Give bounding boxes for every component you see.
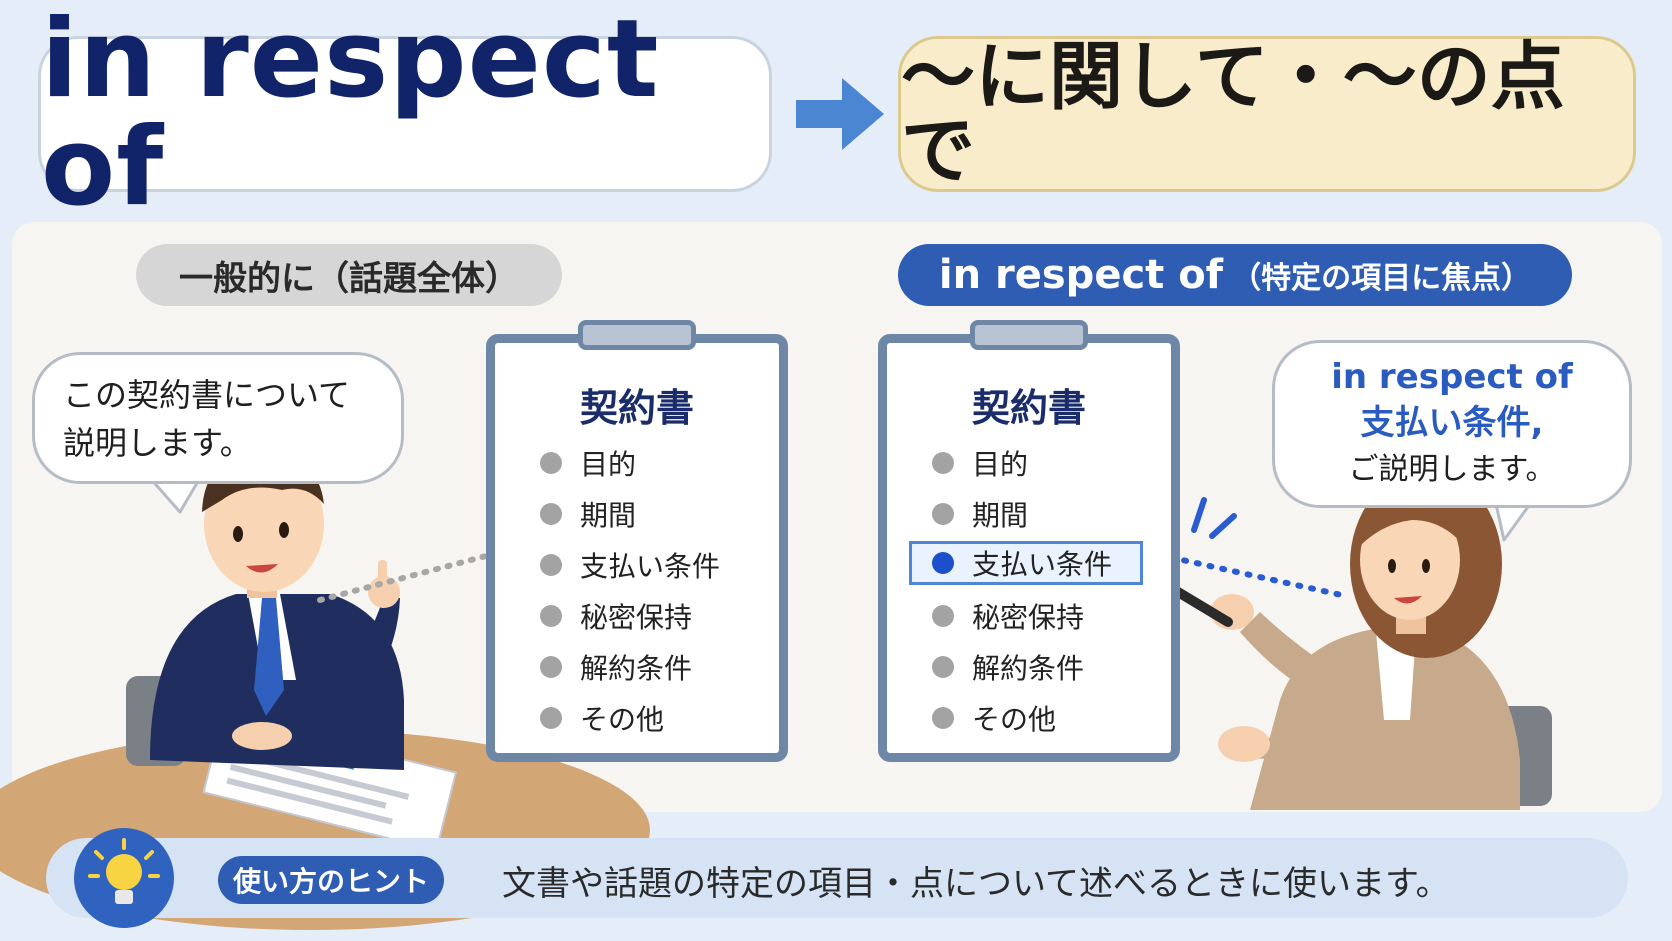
right-clipboard-title: 契約書 <box>971 386 1086 430</box>
right-arrow-icon <box>796 78 884 150</box>
right-speech-line1: in respect of <box>1331 357 1573 397</box>
bullet-dot-icon <box>932 552 954 574</box>
left-speech-line1: この契約書について <box>63 376 351 414</box>
right-speech-line3: ご説明します。 <box>1348 452 1556 487</box>
lightbulb-icon <box>88 838 160 904</box>
illustration-panel <box>12 222 1662 812</box>
right-clipboard-clamp-icon <box>970 320 1088 350</box>
japanese-meaning: ～に関して・～の点で <box>901 34 1565 194</box>
left-clipboard-clamp-icon <box>578 320 696 350</box>
left-item-confidentiality: 秘密保持 <box>540 594 692 638</box>
left-item-other: その他 <box>540 696 664 740</box>
bullet-dot-icon <box>932 656 954 678</box>
right-speech-bubble: in respect of 支払い条件, ご説明します。 <box>1272 340 1632 508</box>
left-item-purpose: 目的 <box>540 441 636 485</box>
japanese-meaning-box: ～に関して・～の点で <box>898 36 1636 192</box>
left-item-termination: 解約条件 <box>540 645 692 689</box>
specific-usage-label-main: in respect of <box>938 252 1224 298</box>
hint-label: 使い方のヒント <box>218 856 444 904</box>
english-phrase-box: in respect of <box>38 6 772 222</box>
english-phrase: in respect of <box>41 0 660 230</box>
specific-usage-label: in respect of （特定の項目に焦点） <box>898 244 1572 306</box>
right-item-payment-highlighted: 支払い条件 <box>909 541 1143 585</box>
left-item-payment: 支払い条件 <box>540 543 720 587</box>
bullet-dot-icon <box>540 503 562 525</box>
bullet-dot-icon <box>540 605 562 627</box>
bullet-dot-icon <box>540 707 562 729</box>
bullet-dot-icon <box>540 554 562 576</box>
right-item-period: 期間 <box>932 492 1028 536</box>
bullet-dot-icon <box>932 707 954 729</box>
left-clipboard-title: 契約書 <box>579 386 694 430</box>
right-speech-line2: 支払い条件, <box>1360 403 1544 443</box>
right-item-confidentiality: 秘密保持 <box>932 594 1084 638</box>
bullet-dot-icon <box>540 656 562 678</box>
specific-usage-label-sub: （特定の項目に焦点） <box>1231 261 1532 296</box>
bullet-dot-icon <box>932 503 954 525</box>
bullet-dot-icon <box>540 452 562 474</box>
general-usage-label: 一般的に（話題全体） <box>136 244 562 306</box>
left-speech-bubble: この契約書について 説明します。 <box>32 352 404 484</box>
left-speech-line2: 説明します。 <box>63 424 252 462</box>
right-clipboard: 契約書 目的 期間 支払い条件 秘密保持 解約条件 その他 <box>878 334 1180 762</box>
right-item-purpose: 目的 <box>932 441 1028 485</box>
left-clipboard: 契約書 目的 期間 支払い条件 秘密保持 解約条件 その他 <box>486 334 788 762</box>
right-item-other: その他 <box>932 696 1056 740</box>
left-item-period: 期間 <box>540 492 636 536</box>
hint-text: 文書や話題の特定の項目・点について述べるときに使います。 <box>502 863 1450 904</box>
bullet-dot-icon <box>932 605 954 627</box>
bullet-dot-icon <box>932 452 954 474</box>
right-item-termination: 解約条件 <box>932 645 1084 689</box>
